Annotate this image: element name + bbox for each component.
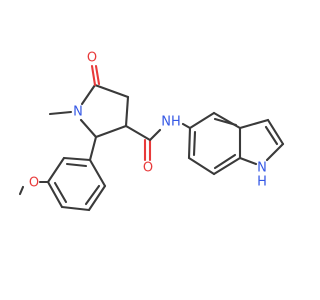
- bond-ph-c: [46, 180, 64, 209]
- bond-p-a: [238, 118, 270, 130]
- bond-nh-indole: [181, 122, 192, 130]
- bond-n1-methyl: [48, 110, 73, 116]
- bond-p-b: [266, 118, 285, 146]
- pyrrolidinone-ring: [48, 64, 130, 139]
- bond-c5-c4: [93, 83, 130, 99]
- bond-c3-c2: [94, 124, 128, 139]
- amide-nh-label: NH: [161, 115, 181, 130]
- bond-n1-c5: [80, 83, 97, 106]
- bond-i-f: [188, 111, 216, 130]
- ring-oxygen-label: O: [87, 51, 97, 66]
- bond-p-c: [265, 142, 285, 162]
- bond-ph-e: [87, 184, 107, 212]
- bond-i-c-inner: [213, 153, 237, 170]
- bond-amideC-nh: [148, 128, 162, 142]
- bond-o-ch3: [18, 185, 25, 196]
- indole-h-label: H: [257, 175, 267, 190]
- methoxy-oxygen-label: O: [29, 176, 39, 191]
- bond-c2-n1: [79, 118, 98, 139]
- indole-n-label: N: [257, 161, 267, 176]
- bond-ph-e-inner: [84, 184, 101, 206]
- molecule-canvas: O N O NH N H O: [18, 50, 285, 212]
- methoxyphenyl-ring: [18, 135, 107, 212]
- bond-i-c: [212, 156, 242, 176]
- amide-oxygen-label: O: [143, 161, 153, 176]
- bond-p-d: [238, 156, 258, 166]
- bond-ph-d: [60, 205, 91, 212]
- bond-ph-a: [62, 156, 92, 162]
- bond-i-b: [187, 156, 216, 176]
- bond-c5-o-double: [94, 64, 101, 86]
- ring-nitrogen-label: N: [73, 105, 83, 120]
- bond-ph-a-inner: [65, 162, 88, 168]
- amide-group: [124, 122, 192, 162]
- atom-labels: O N O NH N H O: [29, 51, 267, 191]
- bond-ph-f: [88, 158, 107, 188]
- indole-ring: [187, 111, 285, 176]
- bond-ph-b: [46, 156, 66, 184]
- bond-c4-c3: [124, 95, 130, 128]
- bond-c5-o: [90, 64, 97, 87]
- bond-c2-phenyl: [88, 135, 98, 162]
- bond-i-a: [187, 126, 192, 160]
- bond-p-b-inner: [264, 125, 279, 146]
- molecule-structure: O N O NH N H O: [18, 51, 285, 212]
- bond-i-a-inner: [192, 130, 197, 157]
- bond-ph-c-inner: [53, 181, 68, 204]
- bond-c3-amideC: [124, 124, 152, 142]
- bond-i-e-inner: [213, 117, 238, 127]
